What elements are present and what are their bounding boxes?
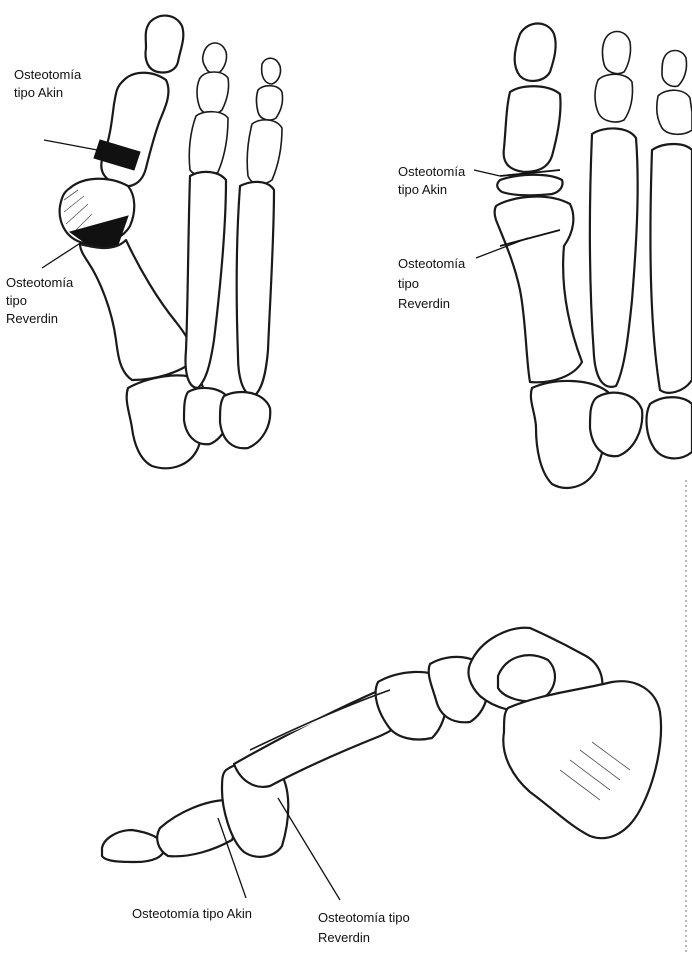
bottom-akin-label: Osteotomía tipo Akin [132,906,252,921]
foot-dorsal-postop: Osteotomía tipo Akin Osteotomía tipo Rev… [398,24,692,488]
bottom-reverdin-label-line2: Reverdin [318,930,370,945]
top-right-akin-label-line2: tipo Akin [398,182,447,197]
top-right-akin-label-line1: Osteotomía [398,164,466,179]
top-right-reverdin-label-line2: tipo [398,276,419,291]
top-left-akin-label-line1: Osteotomía [14,67,82,82]
top-left-reverdin-leader [42,242,82,268]
top-left-akin-label-line2: tipo Akin [14,85,63,100]
top-left-reverdin-label-line2: tipo [6,293,27,308]
top-right-reverdin-label-line3: Reverdin [398,296,450,311]
bottom-reverdin-label-line1: Osteotomía tipo [318,910,410,925]
top-right-reverdin-label-line1: Osteotomía [398,256,466,271]
top-left-reverdin-label-line3: Reverdin [6,311,58,326]
foot-dorsal-preop: Osteotomía tipo Akin Osteotomía tipo Rev… [6,16,283,469]
bottom-reverdin-leader [278,798,340,900]
top-right-akin-leader [474,170,500,176]
foot-medial-view: Osteotomía tipo Akin Osteotomía tipo Rev… [102,628,661,945]
top-left-reverdin-label-line1: Osteotomía [6,275,74,290]
